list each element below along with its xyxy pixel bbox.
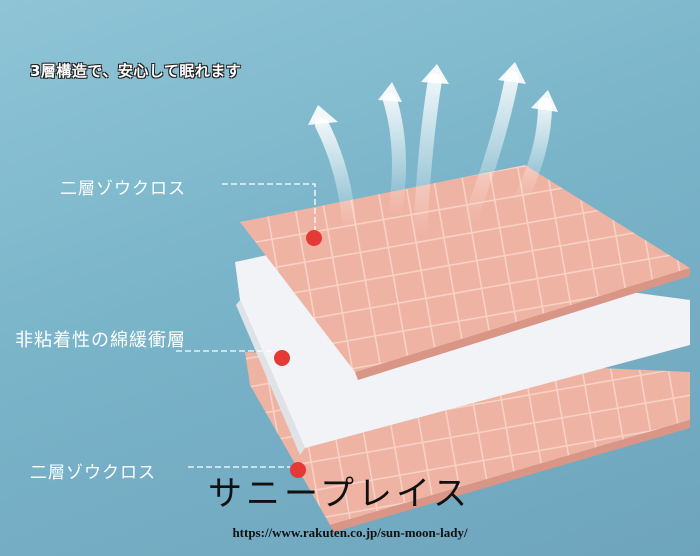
markers [274,230,322,478]
marker-dot [274,350,290,366]
airflow-arrows [315,71,552,242]
brand-name: サニープレイス [208,474,471,514]
arrow-icon [315,118,357,237]
headline: 3層構造で、安心して眠れます [30,62,242,80]
marker-dot [306,230,322,246]
arrow-icon [513,98,552,207]
shop-url: https://www.rakuten.co.jp/sun-moon-lady/ [232,525,468,540]
label-middle-layer: 非粘着性の綿緩衝層 [15,330,186,351]
marker-dot [290,462,306,478]
label-top-layer: 二層ゾウクロス [60,179,186,199]
label-bottom-layer: 二層ゾウクロス [30,463,156,483]
arrow-icon [413,73,442,242]
arrowheads [308,62,558,125]
arrow-icon [463,71,519,227]
leader-lines [176,183,316,468]
arrow-icon [383,93,406,222]
